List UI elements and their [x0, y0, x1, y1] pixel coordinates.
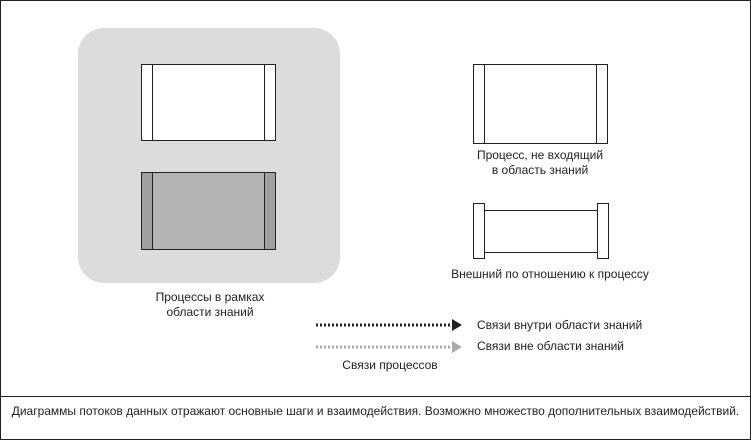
- external-label: Внешний по отношению к процессу: [451, 267, 649, 281]
- inside-arrowhead: [452, 319, 462, 331]
- process-outside-area: [473, 64, 608, 144]
- legend-inside-label: Связи внутри области знаний: [477, 318, 643, 332]
- footer-divider: [0, 396, 751, 397]
- footer-note: Диаграммы потоков данных отражают основн…: [11, 404, 740, 418]
- process-in-area-shaded: [141, 172, 276, 250]
- legend-arrows: [316, 319, 462, 353]
- outside-arrowhead: [452, 341, 462, 353]
- legend-title: Связи процессов: [342, 358, 438, 372]
- legend-outside-label: Связи вне области знаний: [477, 339, 625, 353]
- process-in-area: [141, 64, 276, 141]
